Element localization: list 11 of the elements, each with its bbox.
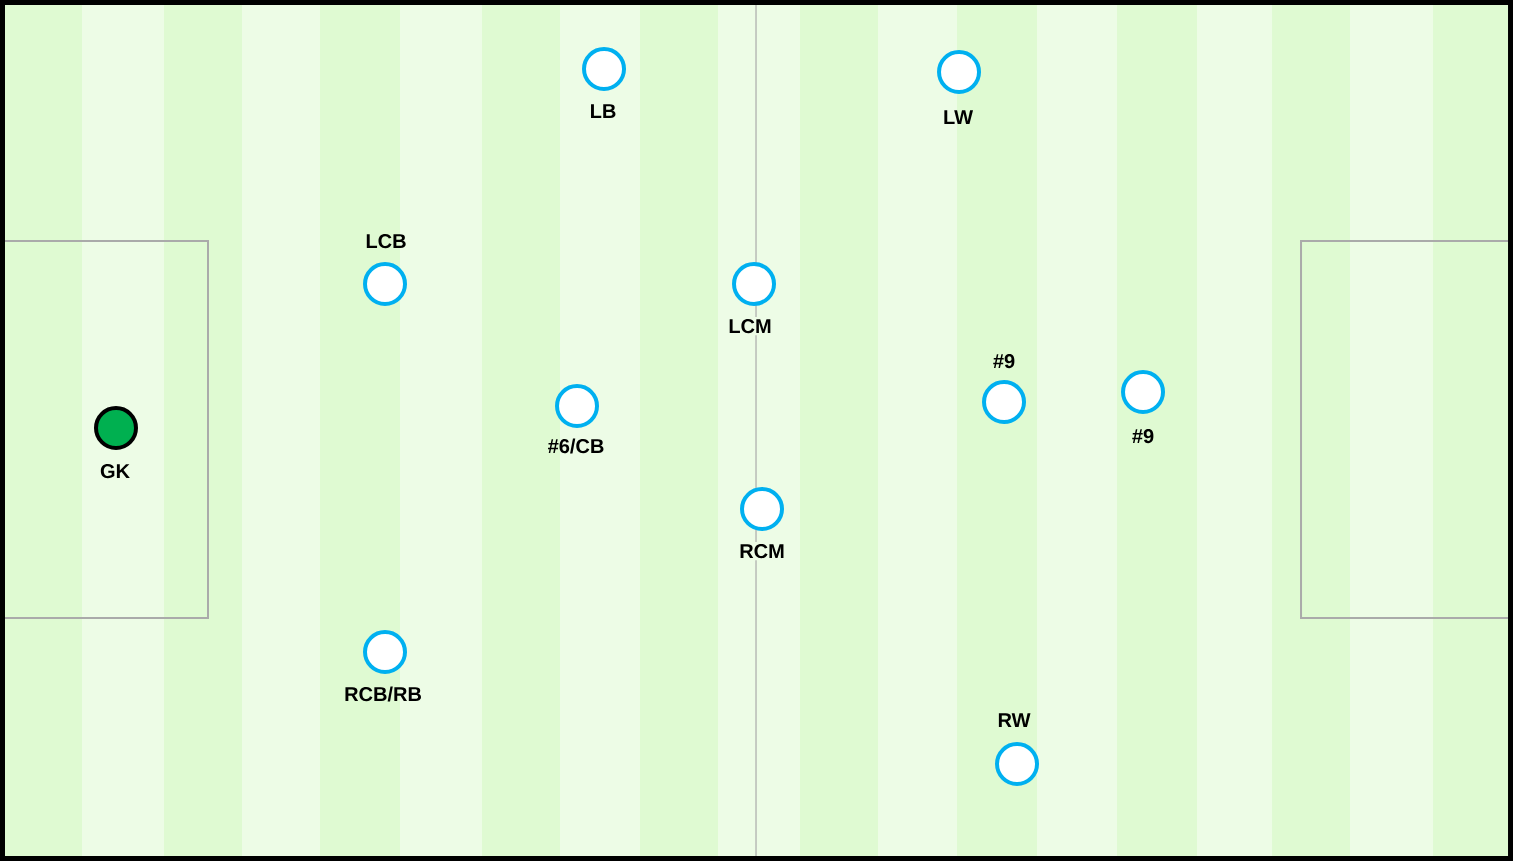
player-label: RW bbox=[998, 713, 1031, 727]
player-label: LB bbox=[591, 104, 616, 118]
player-label: #6/CB bbox=[548, 438, 604, 454]
player-label: LCM bbox=[726, 317, 774, 336]
player-label: LW bbox=[944, 110, 973, 124]
player-label: LCB bbox=[366, 234, 406, 249]
player-label: RCM bbox=[737, 542, 787, 561]
player-label: #9 bbox=[1132, 429, 1154, 444]
player-label: RCB/RB bbox=[345, 686, 421, 702]
player-label: #9 bbox=[993, 354, 1015, 369]
player-label: GK bbox=[100, 464, 130, 479]
